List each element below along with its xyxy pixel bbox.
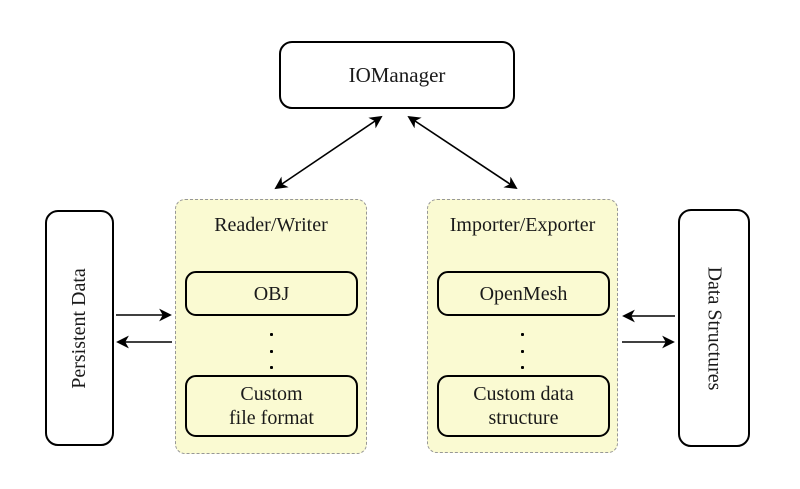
custom-file-format-box: Custom file format bbox=[185, 375, 358, 437]
openmesh-label: OpenMesh bbox=[479, 282, 568, 305]
custom-data-structure-box: Custom data structure bbox=[437, 375, 610, 437]
vdots-dot bbox=[269, 349, 273, 353]
custom-data-structure-line2: structure bbox=[488, 407, 559, 429]
vdots-dot bbox=[521, 366, 524, 369]
custom-file-format-line2: file format bbox=[229, 407, 314, 429]
arrow-iomanager-readerwriter bbox=[274, 115, 383, 190]
arrow-iomanager-importerexporter bbox=[407, 115, 518, 190]
vdots-dot bbox=[521, 333, 524, 336]
importer-exporter-panel: Importer/Exporter OpenMesh Custom data s… bbox=[427, 199, 618, 453]
persistent-data-node: Persistent Data bbox=[45, 210, 114, 446]
vdots-icon bbox=[428, 333, 617, 369]
openmesh-box: OpenMesh bbox=[437, 271, 610, 316]
persistent-data-label: Persistent Data bbox=[68, 267, 90, 389]
custom-file-format-line1: Custom bbox=[240, 383, 303, 405]
vdots-dot bbox=[521, 349, 524, 353]
obj-box: OBJ bbox=[185, 271, 358, 316]
vdots-dot bbox=[269, 333, 273, 336]
vdots-icon bbox=[176, 333, 366, 369]
custom-data-structure-line1: Custom data bbox=[473, 383, 574, 405]
iomanager-node: IOManager bbox=[279, 41, 515, 109]
iomanager-label: IOManager bbox=[348, 62, 446, 87]
vdots-dot bbox=[269, 366, 273, 369]
obj-label: OBJ bbox=[253, 282, 290, 305]
data-structures-label: Data Structures bbox=[703, 266, 726, 390]
reader-writer-panel: Reader/Writer OBJ Custom file format bbox=[175, 199, 367, 454]
importer-exporter-title: Importer/Exporter bbox=[449, 214, 596, 236]
reader-writer-title: Reader/Writer bbox=[214, 214, 328, 236]
data-structures-node: Data Structures bbox=[678, 209, 750, 447]
